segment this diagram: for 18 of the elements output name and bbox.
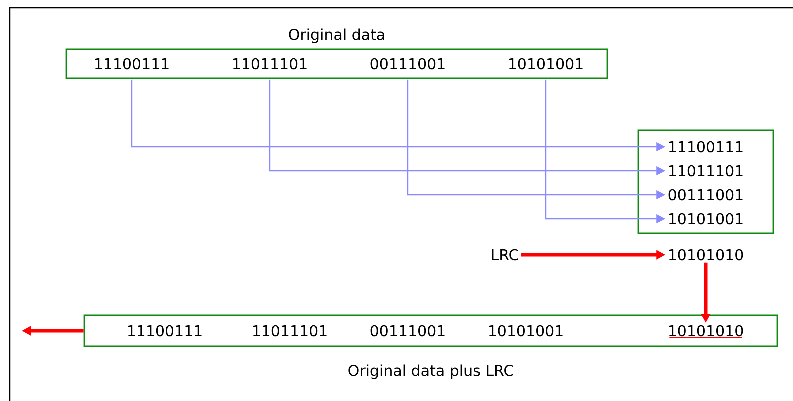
byte-value: 00111001 — [668, 189, 743, 201]
byte-value: 11100111 — [128, 325, 202, 337]
byte-value: 11100111 — [669, 141, 743, 153]
byte-value: 11011101 — [233, 58, 307, 70]
data-box — [638, 130, 774, 234]
node-label: Original data — [289, 28, 384, 44]
byte-value: 10101001 — [489, 325, 563, 337]
byte-value: 10101001 — [509, 58, 583, 70]
byte-value: 11011101 — [253, 325, 327, 337]
byte-value: 00111001 — [370, 325, 445, 337]
byte-value: 00111001 — [370, 58, 445, 70]
byte-value: 11011101 — [669, 165, 743, 177]
node-label: Original data plus LRC — [348, 364, 514, 380]
byte-value: 10101010 — [669, 249, 744, 261]
byte-value: 11100111 — [95, 58, 169, 70]
lrc-label: LRC — [492, 249, 518, 261]
byte-value: 10101001 — [669, 213, 743, 225]
byte-value: 10101010 — [669, 325, 744, 338]
